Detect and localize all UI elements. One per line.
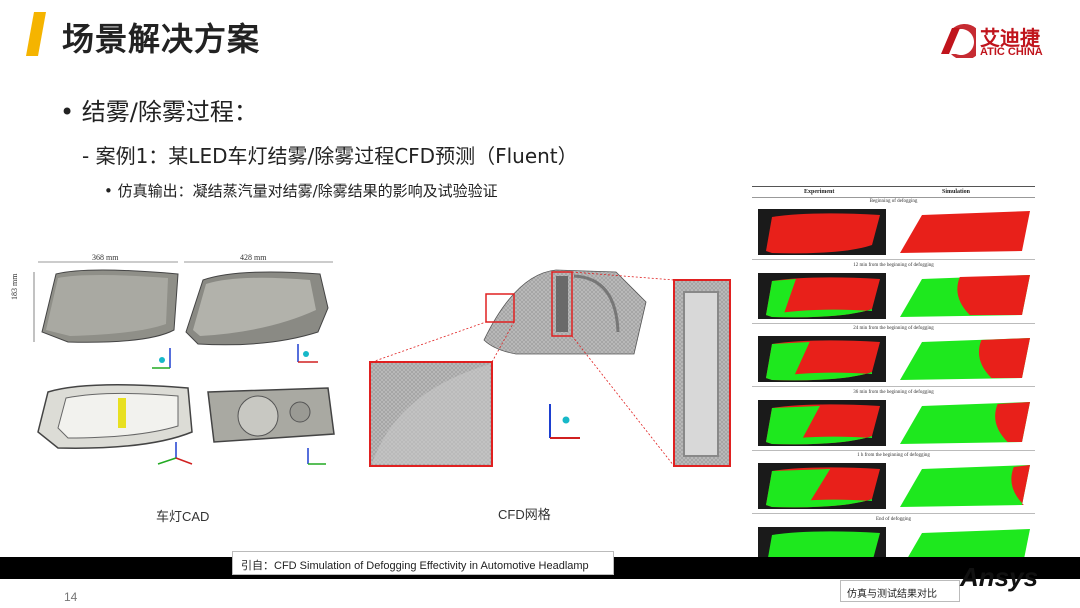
row-divider [752,449,1035,451]
row-divider [752,386,1035,387]
defogging-comparison-table: Experiment Simulation Beginning of defog… [752,186,1035,579]
row-divider [752,259,1035,260]
comparison-row-label: End of defogging [876,516,911,522]
comparison-row-label: 1 h from the beginning of defogging [857,453,930,458]
bullet-level3: • 仿真输出：凝结蒸汽量对结雾/除雾结果的影响及试验验证 [104,182,498,200]
comparison-row-label: Beginning of defogging [869,199,918,204]
cad-dimension-height: 183 mm [10,273,19,300]
cad-dimension-width-2: 428 mm [240,253,267,262]
comparison-row-images [758,209,1030,255]
comparison-row-images [758,463,1030,509]
comparison-row-images [758,336,1030,382]
comparison-row-images [758,272,1030,319]
ansys-logo: Ansys [960,562,1039,592]
mesh-caption: CFD网格 [498,507,551,522]
atic-logo-icon [941,24,976,58]
page-title: 场景解决方案 [62,20,261,58]
comparison-row-images [758,399,1030,446]
logo-text-cn: 艾迪捷 [980,26,1040,50]
logo-text-en: ATIC CHINA [980,46,1043,58]
bullet-level1: • 结雾/除雾过程： [60,98,258,126]
cfd-mesh-figure [369,269,731,467]
column-header-experiment: Experiment [804,189,835,195]
title-accent-bar [26,12,46,56]
citation-box: 引自：CFD Simulation of Defogging Effectivi… [232,551,614,575]
page-number: 14 [64,590,78,604]
bullet-level2: - 案例1：某LED车灯结雾/除雾过程CFD预测（Fluent） [82,144,578,168]
row-divider [752,322,1035,324]
cad-dimension-width-1: 368 mm [92,253,119,262]
row-divider [752,513,1035,514]
comparison-caption: 仿真与测试结果对比 [840,580,960,602]
comparison-row-label: 24 min from the beginning of defogging [853,326,934,331]
cad-caption: 车灯CAD [156,509,210,524]
comparison-row-label: 12 min from the beginning of defogging [853,262,934,268]
headlamp-cad-figure [33,261,335,465]
comparison-row-label: 36 min from the beginning of defogging [853,389,934,395]
column-header-simulation: Simulation [942,189,971,195]
